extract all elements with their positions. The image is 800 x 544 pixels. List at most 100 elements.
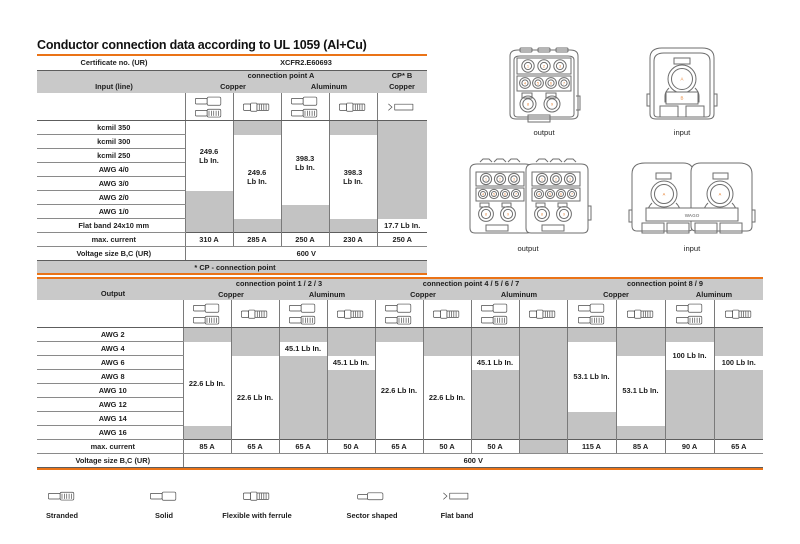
empty-cell [664, 397, 714, 412]
empty-cell [182, 425, 231, 440]
group-cp-4567: connection point 4 / 5 / 6 / 7 [375, 279, 567, 289]
row-label: Flat band 24x10 mm [37, 218, 185, 234]
row-label: AWG 6 [37, 355, 183, 371]
empty-cell [713, 341, 763, 356]
ferrule-icon [424, 300, 471, 327]
value-cell: 22.6 Lb In. [374, 341, 423, 440]
max-current-value: 50 A [422, 439, 471, 455]
empty-cell [230, 341, 279, 356]
empty-cell [518, 369, 567, 384]
svg-text:7: 7 [563, 81, 566, 86]
value-cell: 100 Lb In. [664, 341, 714, 370]
icon-cell-3 [326, 300, 375, 329]
max-current-value: 90 A [664, 439, 714, 455]
footnote: * CP - connection point [37, 260, 427, 274]
empty-cell [713, 369, 763, 384]
table-row: AWG 8 [37, 369, 763, 385]
empty-cell [326, 327, 375, 342]
icon-row-spacer [37, 300, 183, 329]
empty-cell [713, 411, 763, 426]
legend-label: Sector shaped [346, 511, 398, 520]
svg-text:4: 4 [482, 192, 484, 196]
empty-cell [376, 162, 427, 177]
voltage-value: 600 V [184, 246, 427, 262]
icon-cell-4 [376, 93, 427, 122]
icon-cell-5 [422, 300, 471, 329]
ferrule-icon [212, 487, 302, 505]
value-cell: 45.1 Lb In. [326, 355, 375, 370]
svg-text:5: 5 [549, 192, 551, 196]
row-label: AWG 14 [37, 411, 183, 427]
max-current-value: 50 A [326, 439, 375, 455]
svg-text:2: 2 [499, 177, 501, 181]
group-header-row: Input (line) connection point A CP* B [37, 70, 427, 94]
empty-cell [230, 327, 279, 342]
empty-cell [615, 327, 665, 342]
subheader-copper-b: Copper [377, 80, 427, 94]
svg-text:6: 6 [560, 192, 562, 196]
row-label: AWG 8 [37, 369, 183, 385]
flat-band-icon [412, 487, 502, 505]
svg-text:WAGO: WAGO [685, 213, 700, 218]
table-row: AWG 16 [37, 425, 763, 441]
svg-text:A: A [681, 77, 684, 82]
table-row: AWG 2 [37, 327, 763, 343]
empty-cell [470, 341, 519, 356]
voltage-label: Voltage size B,C (UR) [37, 453, 183, 469]
empty-cell [470, 369, 519, 384]
empty-cell [376, 190, 427, 205]
empty-cell [376, 120, 427, 135]
stranded-icon [192, 108, 226, 118]
row-label: kcmil 300 [37, 134, 185, 150]
subheader-copper-123: Copper [183, 288, 279, 301]
empty-cell [664, 411, 714, 426]
group-cp-b: CP* B [377, 70, 427, 81]
empty-cell [376, 204, 427, 219]
solid-icon [288, 96, 322, 106]
solid-icon [286, 303, 320, 313]
empty-cell [713, 425, 763, 440]
accent-bar [37, 277, 763, 279]
certificate-label: Certificate no. (UR) [37, 56, 185, 71]
svg-text:8: 8 [541, 212, 543, 216]
empty-cell [518, 397, 567, 412]
empty-cell [664, 383, 714, 398]
empty-cell [713, 397, 763, 412]
icon-cell-10 [664, 300, 714, 329]
icon-stranded-solid-pair [282, 93, 329, 120]
solid-icon [673, 303, 707, 313]
icon-cell-0 [184, 93, 233, 122]
svg-text:1: 1 [485, 177, 487, 181]
sector-icon [327, 487, 417, 505]
empty-cell [664, 369, 714, 384]
max-current-value: 65 A [374, 439, 423, 455]
solid-icon [190, 303, 224, 313]
icon-cell-1 [232, 93, 281, 122]
row-label: AWG 10 [37, 383, 183, 399]
accent-bar-bottom [37, 467, 763, 471]
empty-cell [664, 327, 714, 342]
subheader-aluminum-89: Aluminum [665, 288, 763, 301]
table-row: AWG 4/0 [37, 162, 427, 178]
icon-cell-3 [328, 93, 377, 122]
product-caption-single-output: output [533, 128, 555, 137]
svg-text:8: 8 [527, 102, 530, 107]
svg-text:4: 4 [524, 81, 527, 86]
solid-icon [119, 487, 209, 505]
empty-cell [470, 327, 519, 342]
empty-cell [280, 204, 329, 219]
legend-item-4: Flat band [412, 487, 502, 520]
icon-header-row [37, 93, 427, 122]
icon-stranded-solid-pair [184, 300, 231, 327]
empty-cell [278, 383, 327, 398]
table-row: AWG 3/0 [37, 176, 427, 192]
subheader-aluminum-123: Aluminum [279, 288, 375, 301]
icon-cell-4 [374, 300, 423, 329]
svg-text:3: 3 [569, 177, 571, 181]
ferrule-icon [234, 93, 281, 120]
